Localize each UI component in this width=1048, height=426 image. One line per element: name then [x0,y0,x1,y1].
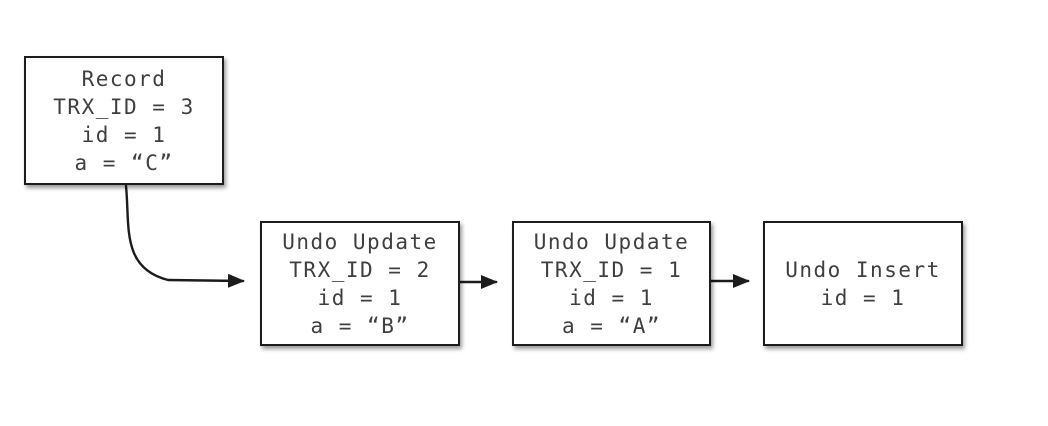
node-undo-insert-title: Undo Insert [785,257,941,282]
node-undo-update-trx1-id: id = 1 [569,285,654,310]
node-undo-update-trx2-id: id = 1 [317,285,403,310]
node-undo-update-trx1-trx-id: TRX_ID = 1 [540,257,683,282]
node-undo-update-trx1-a-value: a = “A” [561,313,661,338]
node-record-a-value: a = “C” [74,150,174,175]
node-undo-update-trx2-a-value: a = “B” [310,313,410,338]
edge-record-to-undo-update-trx2 [124,184,245,288]
node-record-title: Record [81,66,167,91]
node-record-id: id = 1 [81,122,167,147]
node-undo-update-trx1-title: Undo Update [533,229,690,254]
node-undo-update-trx2-title: Undo Update [282,229,438,254]
node-undo-update-trx2: Undo Update TRX_ID = 2 id = 1 a = “B” [260,221,460,346]
node-undo-insert: Undo Insert id = 1 [763,221,963,346]
node-undo-update-trx2-trx-id: TRX_ID = 2 [289,257,431,282]
node-undo-update-trx1: Undo Update TRX_ID = 1 id = 1 a = “A” [512,221,711,346]
node-undo-insert-id: id = 1 [820,285,906,310]
node-record: Record TRX_ID = 3 id = 1 a = “C” [24,56,224,185]
node-record-trx-id: TRX_ID = 3 [53,94,195,119]
